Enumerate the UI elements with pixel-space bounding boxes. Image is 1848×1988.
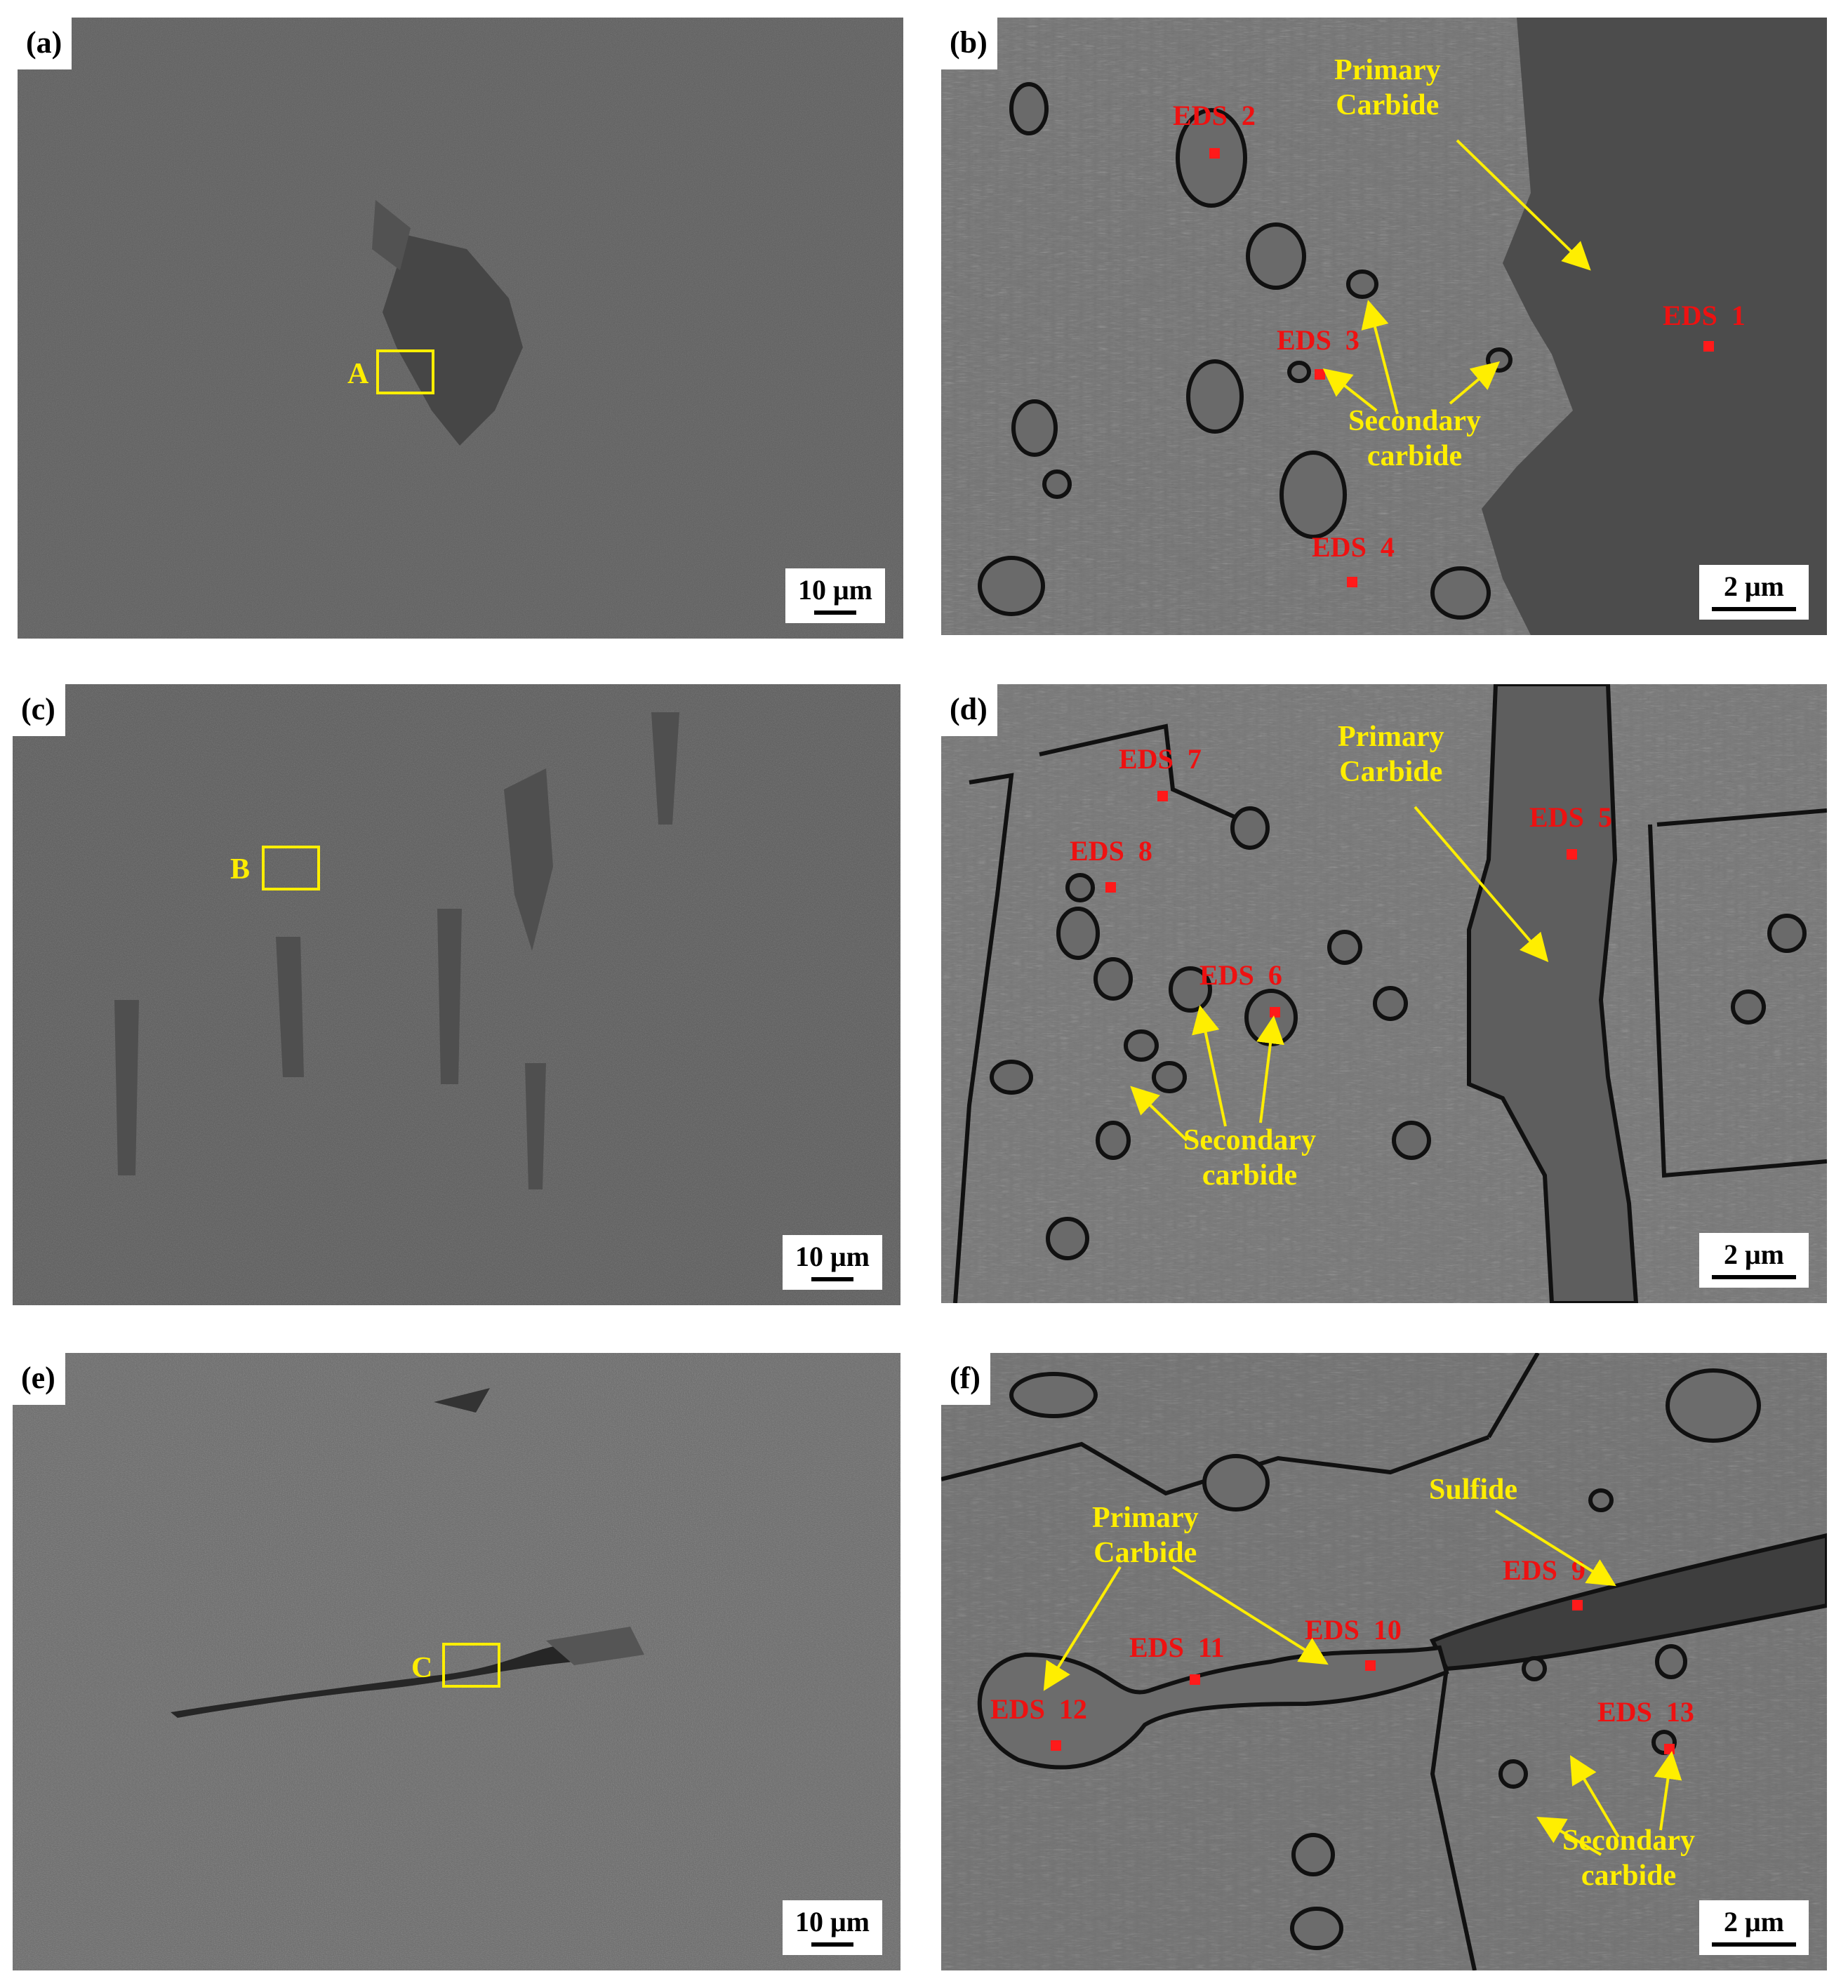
eds-label-7: EDS 7 (1119, 743, 1202, 775)
scale-bar-c: 10 μm (783, 1235, 882, 1290)
scale-text-e: 10 μm (795, 1906, 870, 1937)
panel-label-b: (b) (941, 18, 997, 69)
panel-label-d: (d) (941, 684, 997, 736)
annotation-primary-b-line1: Primary (1334, 54, 1441, 86)
panel-f: EDS 9 EDS 10 EDS 11 EDS 12 EDS 13 Sulfid… (941, 1353, 1827, 1970)
annotation-primary-carbide-d: Primary Carbide (1338, 719, 1444, 790)
eds-marker-9 (1572, 1600, 1583, 1610)
eds-marker-3 (1315, 369, 1325, 380)
annotation-primary-carbide-b: Primary Carbide (1334, 53, 1441, 124)
panel-b: EDS 1 EDS 2 EDS 3 EDS 4 Primary Carbide … (941, 18, 1827, 635)
roi-box-c (262, 846, 320, 890)
eds-marker-12 (1051, 1740, 1061, 1751)
annotation-sulfide-f-line1: Sulfide (1429, 1474, 1518, 1506)
eds-marker-13 (1664, 1744, 1675, 1754)
panel-label-c: (c) (13, 684, 65, 736)
scale-line-c (811, 1277, 853, 1281)
eds-marker-10 (1365, 1660, 1376, 1671)
sem-image-a (18, 18, 903, 639)
sem-image-e (13, 1353, 900, 1970)
panel-a: A (a) 10 μm (18, 18, 903, 639)
eds-label-11: EDS 11 (1129, 1632, 1225, 1663)
eds-label-3: EDS 3 (1277, 324, 1360, 356)
eds-marker-1 (1703, 341, 1714, 352)
annotation-secondary-f-line2: carbide (1581, 1860, 1677, 1893)
annotation-secondary-carbide-b: Secondary carbide (1348, 403, 1481, 474)
annotation-secondary-d-line2: carbide (1202, 1159, 1298, 1192)
eds-marker-7 (1157, 791, 1168, 801)
scale-line-f (1712, 1942, 1796, 1947)
annotation-secondary-b-line2: carbide (1367, 440, 1463, 473)
roi-label-e: C (411, 1652, 433, 1684)
scale-text-f: 2 μm (1724, 1906, 1784, 1937)
panel-label-a: (a) (18, 18, 72, 69)
eds-label-8: EDS 8 (1070, 835, 1152, 867)
scale-text-c: 10 μm (795, 1241, 870, 1272)
scale-line-a (814, 611, 856, 615)
eds-label-13: EDS 13 (1597, 1696, 1694, 1728)
scale-text-a: 10 μm (798, 574, 872, 606)
eds-label-2: EDS 2 (1173, 100, 1256, 131)
annotation-primary-d-line1: Primary (1338, 721, 1444, 753)
annotation-secondary-carbide-f: Secondary carbide (1562, 1823, 1695, 1894)
scale-text-b: 2 μm (1724, 571, 1784, 602)
eds-label-9: EDS 9 (1503, 1554, 1586, 1586)
eds-label-10: EDS 10 (1305, 1614, 1402, 1646)
roi-box-a (376, 349, 434, 394)
annotation-primary-carbide-f: Primary Carbide (1092, 1500, 1199, 1571)
panel-label-f: (f) (941, 1353, 990, 1405)
scale-line-e (811, 1942, 853, 1947)
annotation-secondary-b-line1: Secondary (1348, 405, 1481, 437)
eds-label-12: EDS 12 (990, 1693, 1087, 1725)
eds-marker-4 (1347, 577, 1357, 587)
annotation-primary-d-line2: Carbide (1339, 756, 1443, 789)
annotation-primary-f-line2: Carbide (1093, 1537, 1197, 1570)
eds-marker-11 (1190, 1674, 1200, 1685)
sem-image-c (13, 684, 900, 1305)
roi-label-c: B (230, 853, 251, 886)
eds-marker-5 (1567, 849, 1577, 860)
annotation-sulfide-f: Sulfide (1429, 1472, 1517, 1507)
eds-label-5: EDS 5 (1529, 801, 1612, 833)
annotation-secondary-f-line1: Secondary (1562, 1824, 1695, 1857)
annotation-secondary-d-line1: Secondary (1183, 1124, 1316, 1156)
scale-bar-f: 2 μm (1699, 1900, 1809, 1955)
panel-label-e: (e) (13, 1353, 65, 1405)
eds-marker-6 (1270, 1007, 1280, 1018)
panel-d: EDS 5 EDS 6 EDS 7 EDS 8 Primary Carbide … (941, 684, 1827, 1303)
eds-label-4: EDS 4 (1312, 531, 1395, 563)
roi-label-a: A (347, 358, 369, 390)
annotation-primary-b-line2: Carbide (1336, 89, 1440, 122)
scale-line-d (1712, 1275, 1796, 1279)
scale-bar-a: 10 μm (785, 568, 885, 623)
scale-bar-e: 10 μm (783, 1900, 882, 1955)
scale-bar-d: 2 μm (1699, 1233, 1809, 1288)
sem-image-d (941, 684, 1827, 1303)
eds-label-1: EDS 1 (1663, 300, 1746, 331)
scale-bar-b: 2 μm (1699, 565, 1809, 620)
scale-text-d: 2 μm (1724, 1239, 1784, 1270)
panel-e: C (e) 10 μm (13, 1353, 900, 1970)
eds-marker-2 (1209, 148, 1220, 159)
annotation-primary-f-line1: Primary (1092, 1502, 1199, 1534)
panel-c: B (c) 10 μm (13, 684, 900, 1305)
annotation-secondary-carbide-d: Secondary carbide (1183, 1123, 1316, 1194)
eds-marker-8 (1105, 882, 1116, 893)
eds-label-6: EDS 6 (1199, 959, 1282, 991)
scale-line-b (1712, 607, 1796, 611)
roi-box-e (442, 1643, 500, 1688)
